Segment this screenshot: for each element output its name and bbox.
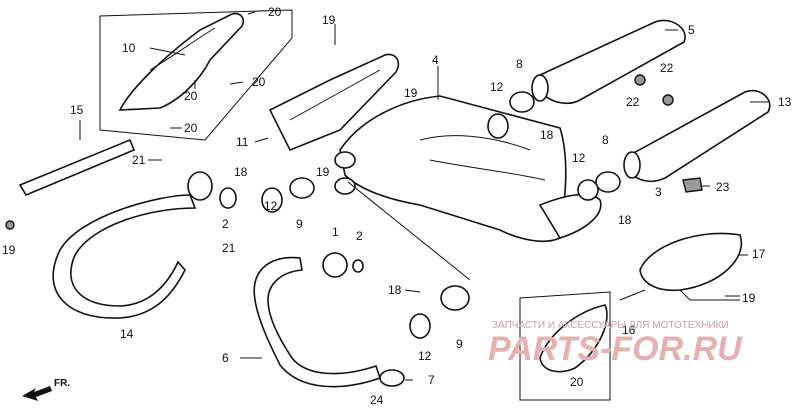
callout-19: 19 — [404, 86, 418, 100]
callout-24: 24 — [370, 393, 384, 407]
callout-18: 18 — [234, 165, 248, 179]
callout-3: 3 — [655, 185, 662, 199]
watermark-subtitle: ЗАПЧАСТИ И АКСЕССУАРЫ ДЛЯ МОТОТЕХНИКИ — [492, 320, 729, 331]
leader-lines — [79, 11, 768, 381]
callout-22: 22 — [660, 61, 674, 75]
callout-16: 16 — [622, 323, 636, 337]
callout-12: 12 — [572, 151, 586, 165]
callout-9: 9 — [456, 337, 463, 351]
callout-19: 19 — [316, 165, 330, 179]
callout-14: 14 — [120, 327, 134, 341]
callout-19: 19 — [2, 243, 16, 257]
callout-20: 20 — [184, 89, 198, 103]
heat-shield-11 — [268, 53, 400, 152]
callout-17: 17 — [752, 247, 766, 261]
clamps-and-gaskets — [219, 74, 703, 387]
callout-9: 9 — [296, 217, 303, 231]
callout-6: 6 — [222, 351, 229, 365]
callout-8: 8 — [516, 57, 523, 71]
callout-7: 7 — [428, 373, 435, 387]
callout-18: 18 — [540, 128, 554, 142]
callout-5: 5 — [688, 23, 695, 37]
front-direction-label: FR. — [54, 378, 70, 389]
callout-12: 12 — [264, 199, 278, 213]
callout-19: 19 — [742, 291, 756, 305]
cover-17 — [639, 232, 743, 301]
callout-15: 15 — [70, 103, 84, 117]
heat-shield-10 — [99, 9, 293, 141]
callout-10: 10 — [122, 41, 136, 55]
exhaust-pipe-6 — [253, 252, 382, 388]
muffler-chamber-4 — [334, 95, 602, 243]
callout-1: 1 — [332, 225, 339, 239]
exhaust-pipe-14 — [52, 171, 213, 319]
callout-22: 22 — [626, 95, 640, 109]
watermark-logo: PARTS-FOR.RU — [488, 330, 743, 368]
callout-20: 20 — [268, 5, 282, 19]
callout-18: 18 — [618, 213, 632, 227]
callout-2: 2 — [356, 229, 363, 243]
front-direction-arrow: FR. — [22, 378, 70, 401]
callout-11: 11 — [236, 135, 249, 149]
callout-20: 20 — [252, 75, 266, 89]
callout-2: 2 — [222, 217, 229, 231]
callout-12: 12 — [490, 80, 504, 94]
callout-8: 8 — [602, 133, 609, 147]
callout-13: 13 — [778, 95, 792, 109]
callout-4: 4 — [432, 53, 439, 67]
callout-labels: 10 20 20 20 20 19 4 5 8 12 22 22 13 19 1… — [2, 5, 792, 407]
callout-21: 21 — [132, 153, 146, 167]
silencer-13 — [623, 89, 771, 183]
callout-12: 12 — [418, 349, 432, 363]
watermark: ЗАПЧАСТИ И АКСЕССУАРЫ ДЛЯ МОТОТЕХНИКИ PA… — [488, 320, 743, 368]
callout-20: 20 — [570, 375, 584, 389]
callout-19: 19 — [322, 13, 336, 27]
callout-20: 20 — [184, 121, 198, 135]
callout-18: 18 — [388, 283, 402, 297]
callout-21: 21 — [222, 241, 236, 255]
bracket-15 — [5, 138, 136, 230]
callout-23: 23 — [716, 180, 730, 194]
cover-16 — [519, 291, 611, 401]
silencer-5 — [531, 19, 686, 105]
